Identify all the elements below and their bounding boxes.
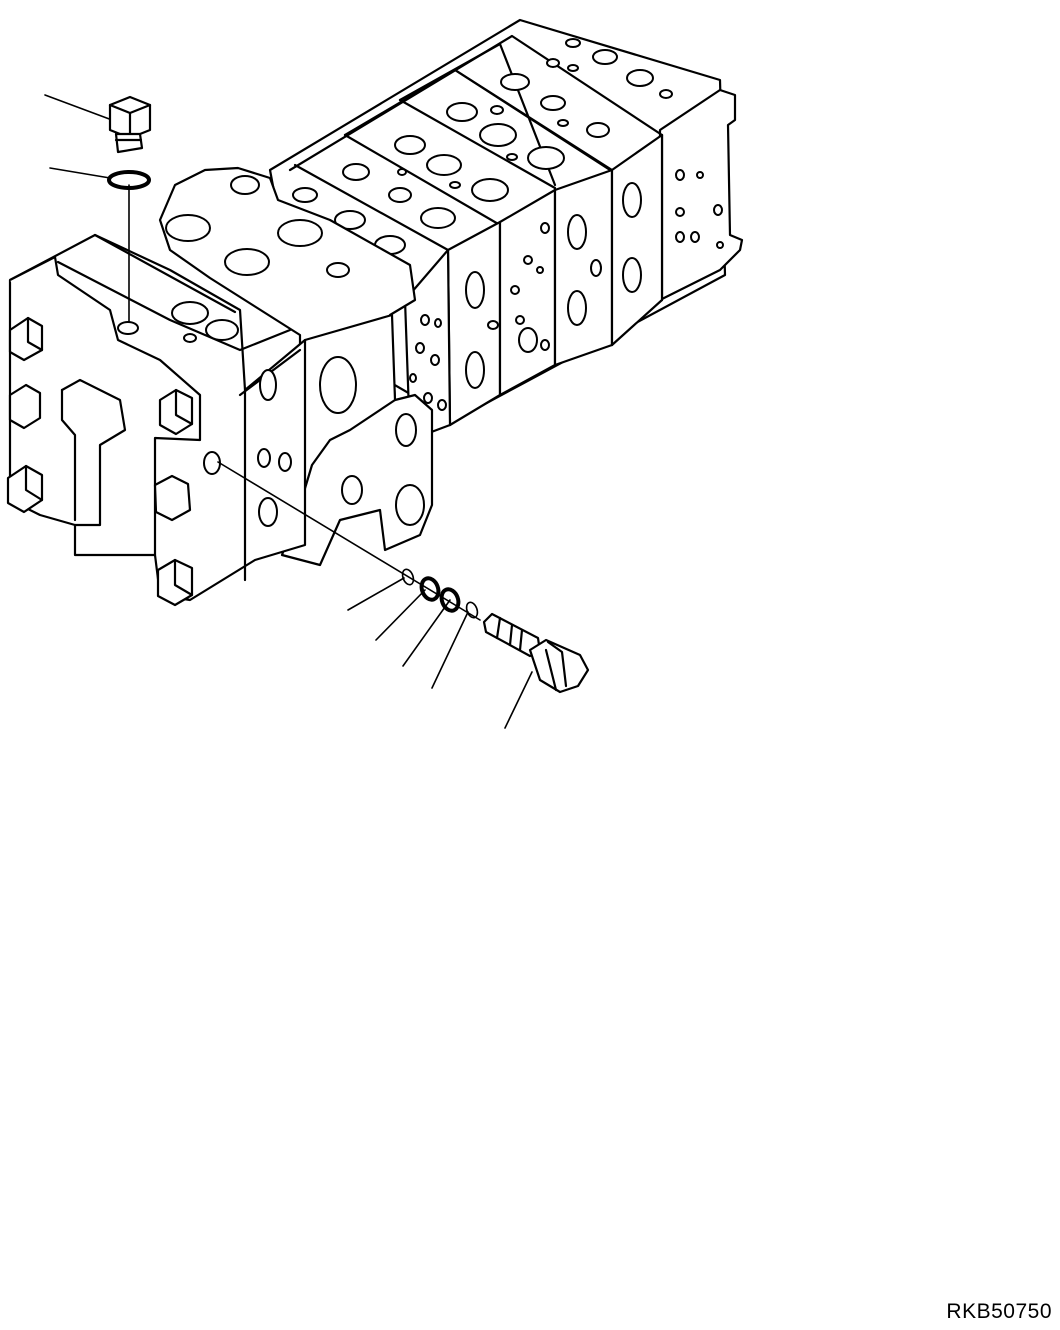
plug-icon xyxy=(108,95,152,154)
bolt-icon xyxy=(8,383,42,430)
bolt-icon xyxy=(8,316,44,362)
o-ring-icon xyxy=(419,576,441,602)
bolt-icon xyxy=(153,474,192,522)
bolt-icon xyxy=(6,464,44,514)
backup-ring-icon xyxy=(465,601,479,619)
plug-part xyxy=(108,95,152,154)
bolt-icon xyxy=(156,558,194,607)
o-ring-icon xyxy=(107,170,151,190)
control-valve-assembly xyxy=(6,18,744,607)
ring-stack xyxy=(401,568,479,619)
bolt-icon xyxy=(158,388,194,436)
valve-cartridge-icon xyxy=(482,612,590,694)
drawing-code: RKB50750 xyxy=(946,1300,1052,1323)
backup-ring-icon xyxy=(401,568,415,586)
o-ring-part xyxy=(107,170,151,190)
o-ring-icon xyxy=(439,587,461,613)
valve-cartridge-part xyxy=(482,612,590,694)
leader-lines xyxy=(44,94,533,729)
